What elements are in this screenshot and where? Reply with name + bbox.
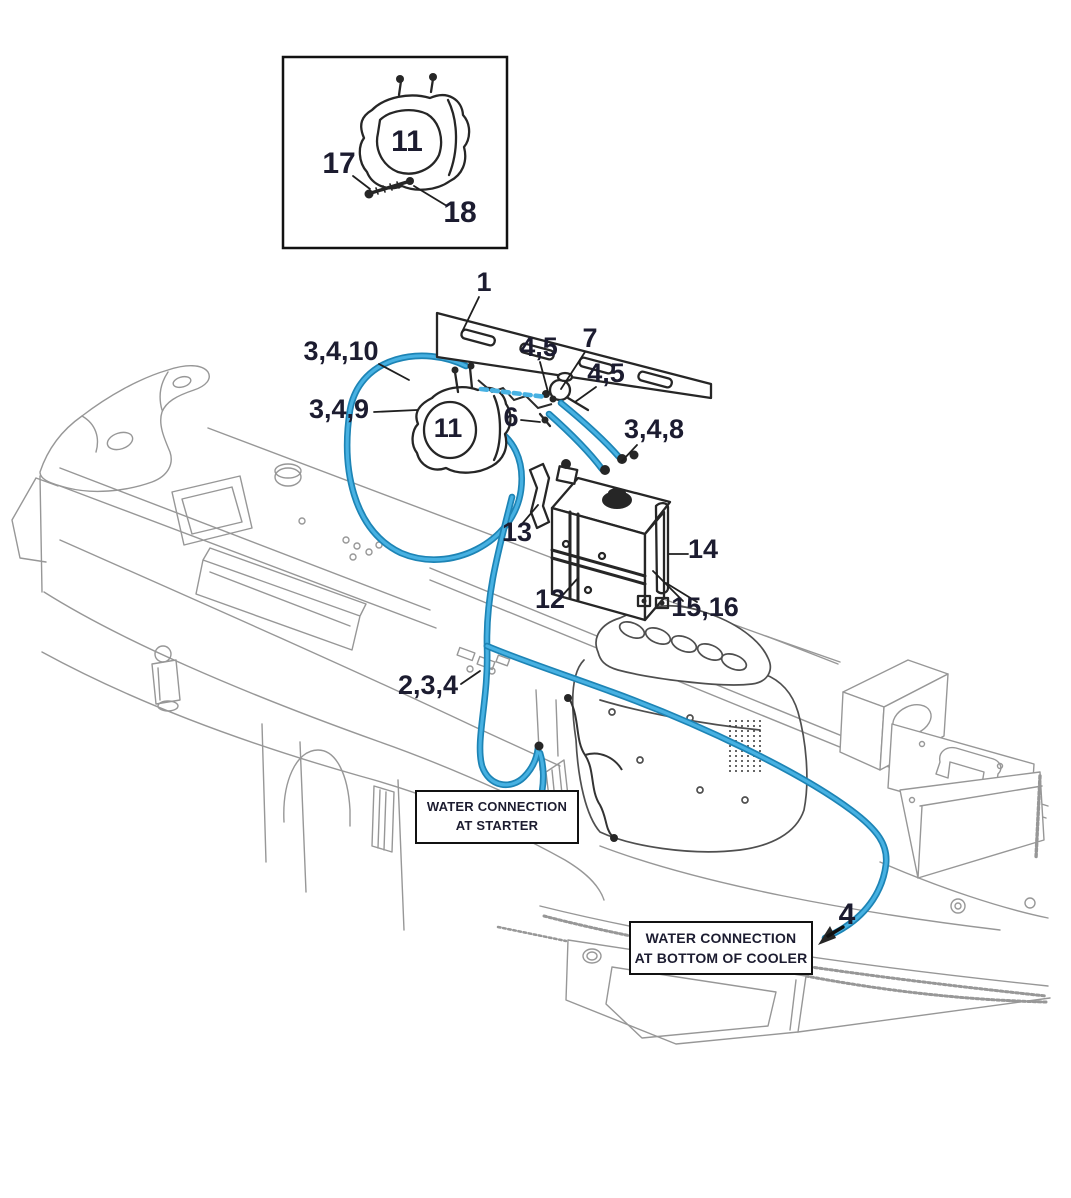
callout-11: 11 bbox=[434, 413, 463, 443]
inset-label-11: 11 bbox=[391, 125, 423, 158]
inset-detail-box: 11 17 18 bbox=[281, 55, 509, 250]
inset-label-17: 17 bbox=[322, 147, 355, 180]
water-pump-main bbox=[411, 362, 553, 474]
thermostat-valve bbox=[538, 371, 590, 428]
callout-4-5-left: 4,5 bbox=[520, 332, 558, 362]
shock-absorber bbox=[151, 645, 181, 712]
deck-window bbox=[171, 475, 253, 546]
deck-tray bbox=[195, 547, 367, 651]
note-water-connection-cooler: WATER CONNECTION AT BOTTOM OF COOLER bbox=[629, 921, 813, 975]
callout-12: 12 bbox=[535, 584, 565, 614]
callout-15-16: 15,16 bbox=[671, 592, 739, 622]
note-cooler-line1: WATER CONNECTION bbox=[645, 929, 797, 946]
inset-pump bbox=[358, 73, 471, 199]
callout-6: 6 bbox=[503, 402, 518, 432]
callout-2-3-4: 2,3,4 bbox=[398, 670, 458, 700]
recovery-tank bbox=[550, 459, 672, 622]
hidden-hose-dashed bbox=[478, 386, 549, 400]
note-starter-line1: WATER CONNECTION bbox=[426, 799, 568, 815]
note-cooler-line2: AT BOTTOM OF COOLER bbox=[634, 950, 808, 966]
mounting-bracket-plate bbox=[435, 311, 713, 400]
callout-labels: 1 3,4,10 3,4,9 4,5 7 4,5 6 11 3,4,8 13 1… bbox=[303, 267, 855, 931]
starter-wiring bbox=[569, 699, 623, 837]
lift-arm bbox=[39, 365, 210, 493]
note-water-connection-starter: WATER CONNECTION AT STARTER bbox=[415, 790, 579, 844]
inset-washer-18 bbox=[406, 177, 414, 185]
cooler-assembly bbox=[765, 635, 1049, 919]
engine bbox=[564, 604, 808, 853]
starter-connection-point bbox=[534, 741, 544, 751]
callout-4-5-right: 4,5 bbox=[587, 358, 625, 388]
callout-leaders bbox=[373, 296, 845, 938]
coolant-hose bbox=[478, 386, 886, 938]
callout-3-4-9: 3,4,9 bbox=[309, 394, 369, 424]
tank-strap-band bbox=[654, 501, 670, 595]
front-plate bbox=[565, 939, 807, 1045]
tank-bracket-13 bbox=[528, 462, 551, 530]
callout-7: 7 bbox=[582, 323, 597, 353]
note-starter-line2: AT STARTER bbox=[455, 818, 539, 833]
callout-14: 14 bbox=[688, 534, 718, 564]
chassis-frame bbox=[11, 365, 1051, 1045]
callout-13: 13 bbox=[502, 517, 532, 547]
callout-3-4-8: 3,4,8 bbox=[624, 414, 684, 444]
callout-1: 1 bbox=[476, 267, 491, 297]
inset-label-18: 18 bbox=[443, 196, 476, 229]
callout-3-4-10: 3,4,10 bbox=[303, 336, 378, 366]
callout-4-bottom: 4 bbox=[839, 898, 856, 931]
deck-cap bbox=[274, 467, 302, 487]
